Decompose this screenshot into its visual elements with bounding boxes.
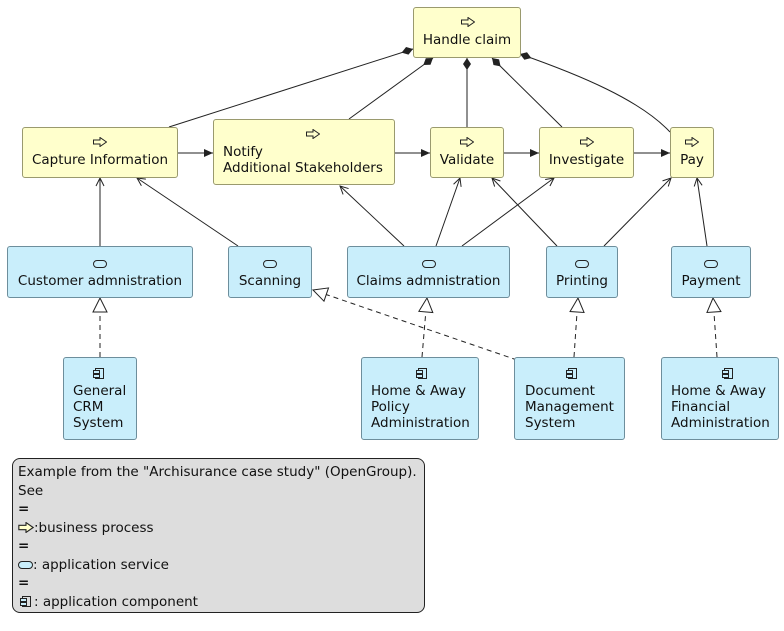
component-icon [93,368,104,379]
service-label: Printing [556,273,608,289]
service-icon [93,260,107,268]
serving-edge [435,178,460,247]
service-icon [18,560,33,569]
component-label: General CRM System [73,383,127,431]
process-label: Investigate [548,152,625,168]
service-claims-administration[interactable]: Claims admnistration [347,246,510,298]
legend-separator: = [18,575,30,591]
legend-separator: = [18,501,30,517]
process-capture-information[interactable]: Capture Information [22,127,178,178]
legend-application-service: : application service [18,556,419,575]
legend-separator: = [18,538,30,554]
serving-edge [461,178,554,247]
legend-business-process: :business process [18,519,419,538]
service-icon [263,260,277,268]
realization-edge [574,298,578,358]
composition-edge [348,57,434,120]
process-investigate[interactable]: Investigate [539,127,634,178]
realization-edge [313,290,518,361]
serving-edge [697,178,708,247]
component-label: Home & Away Policy Administration [371,383,470,431]
process-label: Validate [439,152,495,168]
serving-edge [492,178,558,247]
process-arrow-icon [18,522,34,533]
service-icon [422,260,436,268]
serving-edge [340,186,405,247]
component-document-management-system[interactable]: Document Management System [514,357,625,440]
component-label: Document Management System [525,383,614,431]
process-label: Notify Additional Stakeholders [223,144,383,176]
realization-edge [713,298,717,358]
process-notify-additional-stakeholders[interactable]: Notify Additional Stakeholders [213,119,395,185]
component-home-away-financial-administration[interactable]: Home & Away Financial Administration [661,357,779,440]
legend-application-service-label: : application service [33,556,169,573]
process-arrow-icon [306,129,320,139]
process-handle-claim[interactable]: Handle claim [413,7,521,58]
service-printing[interactable]: Printing [546,246,618,298]
component-icon [416,368,427,379]
process-validate[interactable]: Validate [430,127,504,178]
service-icon [575,260,589,268]
serving-edge [137,178,239,247]
service-label: Claims admnistration [356,273,501,289]
legend-business-process-label: :business process [34,519,154,536]
legend-line: Example from the "Archisurance case stud… [18,464,417,480]
composition-edge [519,52,671,133]
composition-edge [168,47,414,128]
composition-edge [491,57,563,128]
process-label: Pay [680,152,704,168]
legend-note: Example from the "Archisurance case stud… [12,458,425,613]
service-payment[interactable]: Payment [671,246,751,298]
component-icon [566,368,577,379]
legend-application-component-label: : application component [34,593,198,610]
component-home-away-policy-administration[interactable]: Home & Away Policy Administration [361,357,479,440]
process-arrow-icon [580,137,594,147]
service-label: Scanning [238,273,302,289]
service-scanning[interactable]: Scanning [228,246,312,298]
legend-application-component: : application component [18,593,419,612]
process-pay[interactable]: Pay [670,127,714,178]
service-label: Payment [681,273,741,289]
serving-edge [603,178,671,247]
process-arrow-icon [461,17,475,27]
service-customer-administration[interactable]: Customer admnistration [7,246,193,298]
process-label: Capture Information [31,152,169,168]
component-icon [722,368,733,379]
component-general-crm-system[interactable]: General CRM System [63,357,137,440]
service-label: Customer admnistration [17,273,183,289]
realization-edge [422,298,427,358]
legend-line: See [18,482,44,499]
component-label: Home & Away Financial Administration [671,383,770,431]
service-icon [704,260,718,268]
component-icon [18,595,34,608]
process-label: Handle claim [422,32,512,48]
process-arrow-icon [93,137,107,147]
process-arrow-icon [460,137,474,147]
process-arrow-icon [685,137,699,147]
